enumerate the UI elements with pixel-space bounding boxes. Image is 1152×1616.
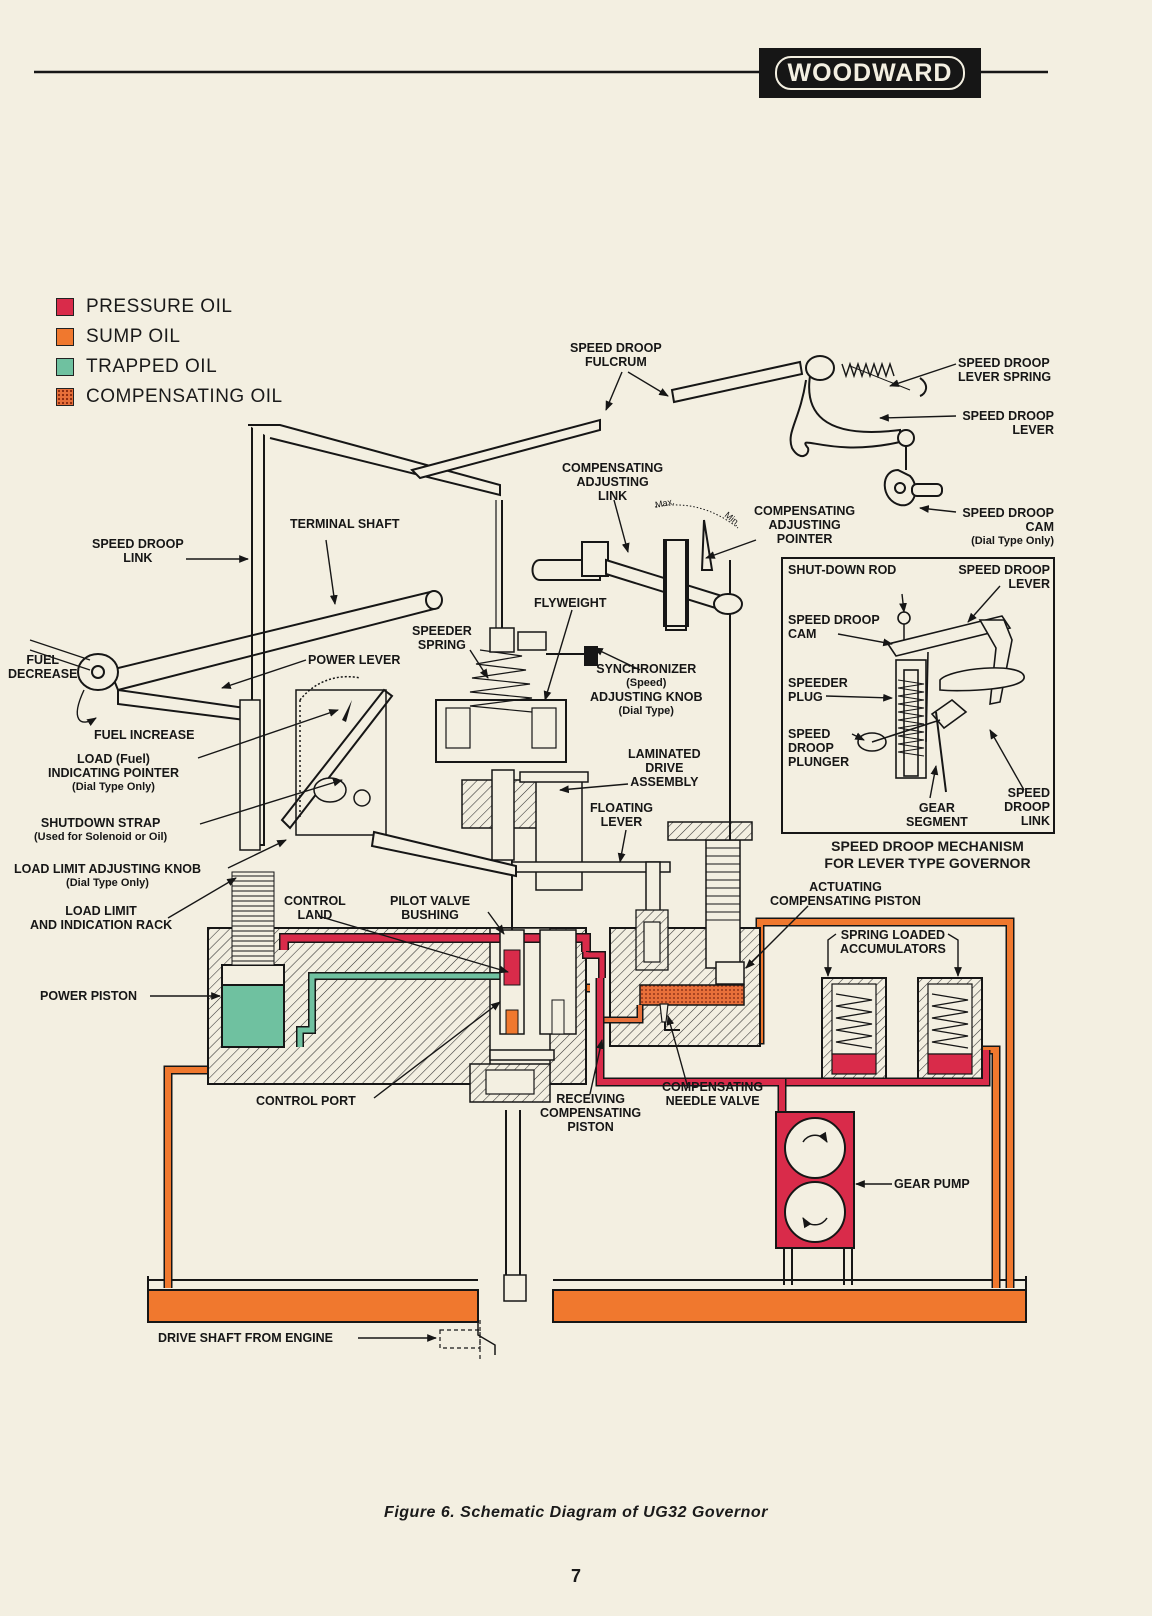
label-power-lever: POWER LEVER bbox=[308, 653, 401, 667]
brand-name: WOODWARD bbox=[787, 58, 953, 87]
figure-caption: Figure 6. Schematic Diagram of UG32 Gove… bbox=[384, 1504, 768, 1521]
label-control-port: CONTROL PORT bbox=[256, 1094, 356, 1108]
label-gear-pump: GEAR PUMP bbox=[894, 1177, 970, 1191]
label-drive-shaft: DRIVE SHAFT FROM ENGINE bbox=[158, 1331, 334, 1345]
legend-item-pressure-oil: PRESSURE OIL bbox=[56, 296, 232, 318]
woodward-logo: WOODWARD bbox=[759, 48, 981, 98]
sump-oil-swatch bbox=[56, 328, 74, 346]
legend-item-trapped-oil: TRAPPED OIL bbox=[56, 356, 217, 378]
compensating-oil-swatch bbox=[56, 388, 74, 406]
pressure-oil-swatch bbox=[56, 298, 74, 316]
load-indicating-dial bbox=[299, 675, 371, 820]
receiving-compensating-piston bbox=[539, 929, 577, 1035]
drive-shaft bbox=[439, 1110, 554, 1360]
speed-droop-lever-assembly bbox=[789, 355, 943, 507]
label-flyweight: FLYWEIGHT bbox=[534, 596, 607, 610]
governor-body bbox=[207, 927, 761, 1085]
load-limit-rack-spring bbox=[232, 875, 274, 962]
speed-droop-inset bbox=[781, 557, 1055, 834]
label-synchronizer: SYNCHRONIZER(Speed)ADJUSTING KNOB(Dial T… bbox=[590, 662, 703, 717]
oil-passages bbox=[279, 933, 606, 1047]
pilot-valve bbox=[499, 860, 525, 1035]
label-load-indicating-pointer: LOAD (Fuel)INDICATING POINTER(Dial Type … bbox=[48, 752, 180, 793]
inset-label-shut-down-rod: SHUT-DOWN ROD bbox=[788, 563, 897, 577]
legend-item-sump-oil: SUMP OIL bbox=[56, 326, 180, 348]
legend-label: SUMP OIL bbox=[86, 326, 181, 347]
page-number: 7 bbox=[570, 1566, 581, 1586]
label-fuel-increase: FUEL INCREASE bbox=[94, 728, 195, 742]
needle-valve bbox=[659, 1003, 669, 1023]
legend-label: PRESSURE OIL bbox=[86, 296, 233, 317]
flyweight-head bbox=[435, 500, 598, 891]
label-shutdown-strap: SHUTDOWN STRAP(Used for Solenoid or Oil) bbox=[34, 816, 168, 843]
pressure-lines bbox=[595, 978, 991, 1112]
leader-lines bbox=[76, 363, 1025, 1342]
header-rule bbox=[34, 70, 1048, 74]
terminal-shaft-linkage bbox=[29, 360, 804, 878]
power-piston bbox=[221, 871, 285, 1048]
compensating-adjusting-mechanism bbox=[531, 504, 743, 631]
spring-loaded-accumulators bbox=[821, 977, 983, 1081]
legend-label: TRAPPED OIL bbox=[86, 356, 218, 377]
legend-item-compensating-oil: COMPENSATING OIL bbox=[56, 386, 283, 408]
legend-label: COMPENSATING OIL bbox=[86, 386, 283, 407]
gear-pump bbox=[775, 1111, 855, 1285]
trapped-oil-swatch bbox=[56, 358, 74, 376]
label-power-piston: POWER PISTON bbox=[40, 989, 138, 1003]
drive-gear-assembly bbox=[469, 1049, 555, 1103]
label-terminal-shaft: TERMINAL SHAFT bbox=[290, 517, 400, 531]
sump-reservoir bbox=[147, 1276, 1027, 1323]
label-load-limit-knob: LOAD LIMIT ADJUSTING KNOB(Dial Type Only… bbox=[14, 862, 202, 889]
